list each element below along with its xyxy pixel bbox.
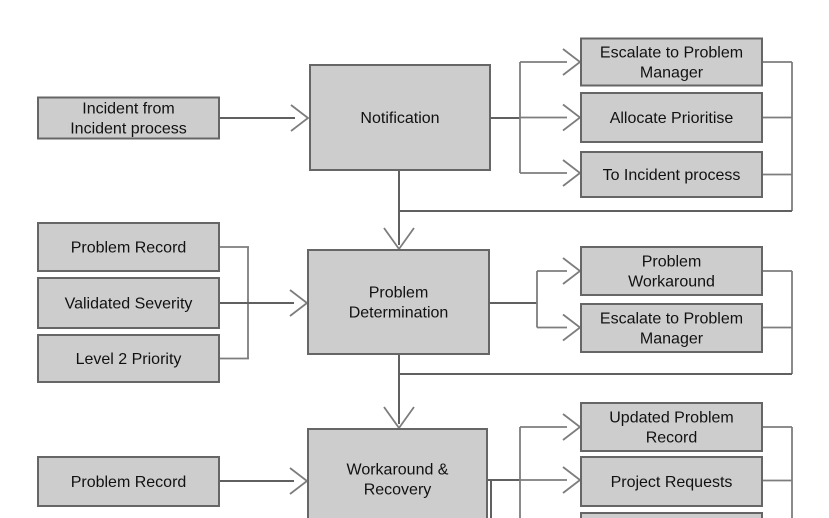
io-box [580, 151, 763, 198]
io-box [580, 303, 763, 353]
box-partial-bottom [580, 512, 763, 518]
box-problem-record-1: Problem Record [37, 222, 220, 272]
io-box [37, 277, 220, 329]
box-label: Allocate Prioritise [610, 110, 734, 127]
box-label: Problem [369, 285, 429, 302]
io-box [580, 92, 763, 143]
box-workaround-recovery: Workaround & Recovery [307, 428, 488, 518]
box-label: Workaround & [347, 462, 449, 479]
box-label: Updated Problem [609, 410, 734, 427]
box-label: To Incident process [603, 167, 741, 184]
box-to-incident-process: To Incident process [580, 151, 763, 198]
io-box [580, 246, 763, 296]
box-problem-record-2: Problem Record [37, 456, 220, 507]
process-box [307, 249, 490, 355]
box-notification: Notification [309, 64, 491, 171]
box-allocate-prioritise: Allocate Prioritise [580, 92, 763, 143]
box-label: Determination [349, 305, 449, 322]
box-problem-determination: Problem Determination [307, 249, 490, 355]
box-level-2-priority: Level 2 Priority [37, 334, 220, 383]
box-label: Incident from [82, 101, 174, 118]
box-label: Validated Severity [65, 296, 193, 313]
box-label: Problem Record [71, 240, 187, 257]
io-box [37, 334, 220, 383]
box-label: Project Requests [611, 474, 733, 491]
box-escalate-to-problem-manager-1: Escalate to Problem Manager [580, 37, 763, 87]
box-label: Notification [360, 110, 439, 127]
box-label: Manager [640, 65, 704, 82]
box-label: Incident process [70, 121, 187, 138]
box-label: Record [646, 430, 698, 447]
box-label: Problem [642, 254, 702, 271]
box-project-requests: Project Requests [580, 456, 763, 507]
io-box [580, 402, 763, 452]
io-box [580, 512, 763, 518]
box-label: Workaround [628, 274, 715, 291]
box-label: Escalate to Problem [600, 45, 743, 62]
box-escalate-to-problem-manager-2: Escalate to Problem Manager [580, 303, 763, 353]
io-box [37, 222, 220, 272]
box-label: Escalate to Problem [600, 311, 743, 328]
box-label: Manager [640, 331, 704, 348]
box-label: Problem Record [71, 474, 187, 491]
process-box [307, 428, 488, 518]
box-updated-problem-record: Updated Problem Record [580, 402, 763, 452]
io-box [580, 456, 763, 507]
box-label: Recovery [364, 482, 432, 499]
io-box [37, 96, 220, 140]
io-box [580, 37, 763, 87]
io-box [37, 456, 220, 507]
box-label: Level 2 Priority [76, 351, 182, 368]
process-box [309, 64, 491, 171]
box-incident-from-incident-process: Incident from Incident process [37, 96, 220, 140]
box-problem-workaround: Problem Workaround [580, 246, 763, 296]
box-validated-severity: Validated Severity [37, 277, 220, 329]
arrow-right-icon [290, 104, 310, 132]
